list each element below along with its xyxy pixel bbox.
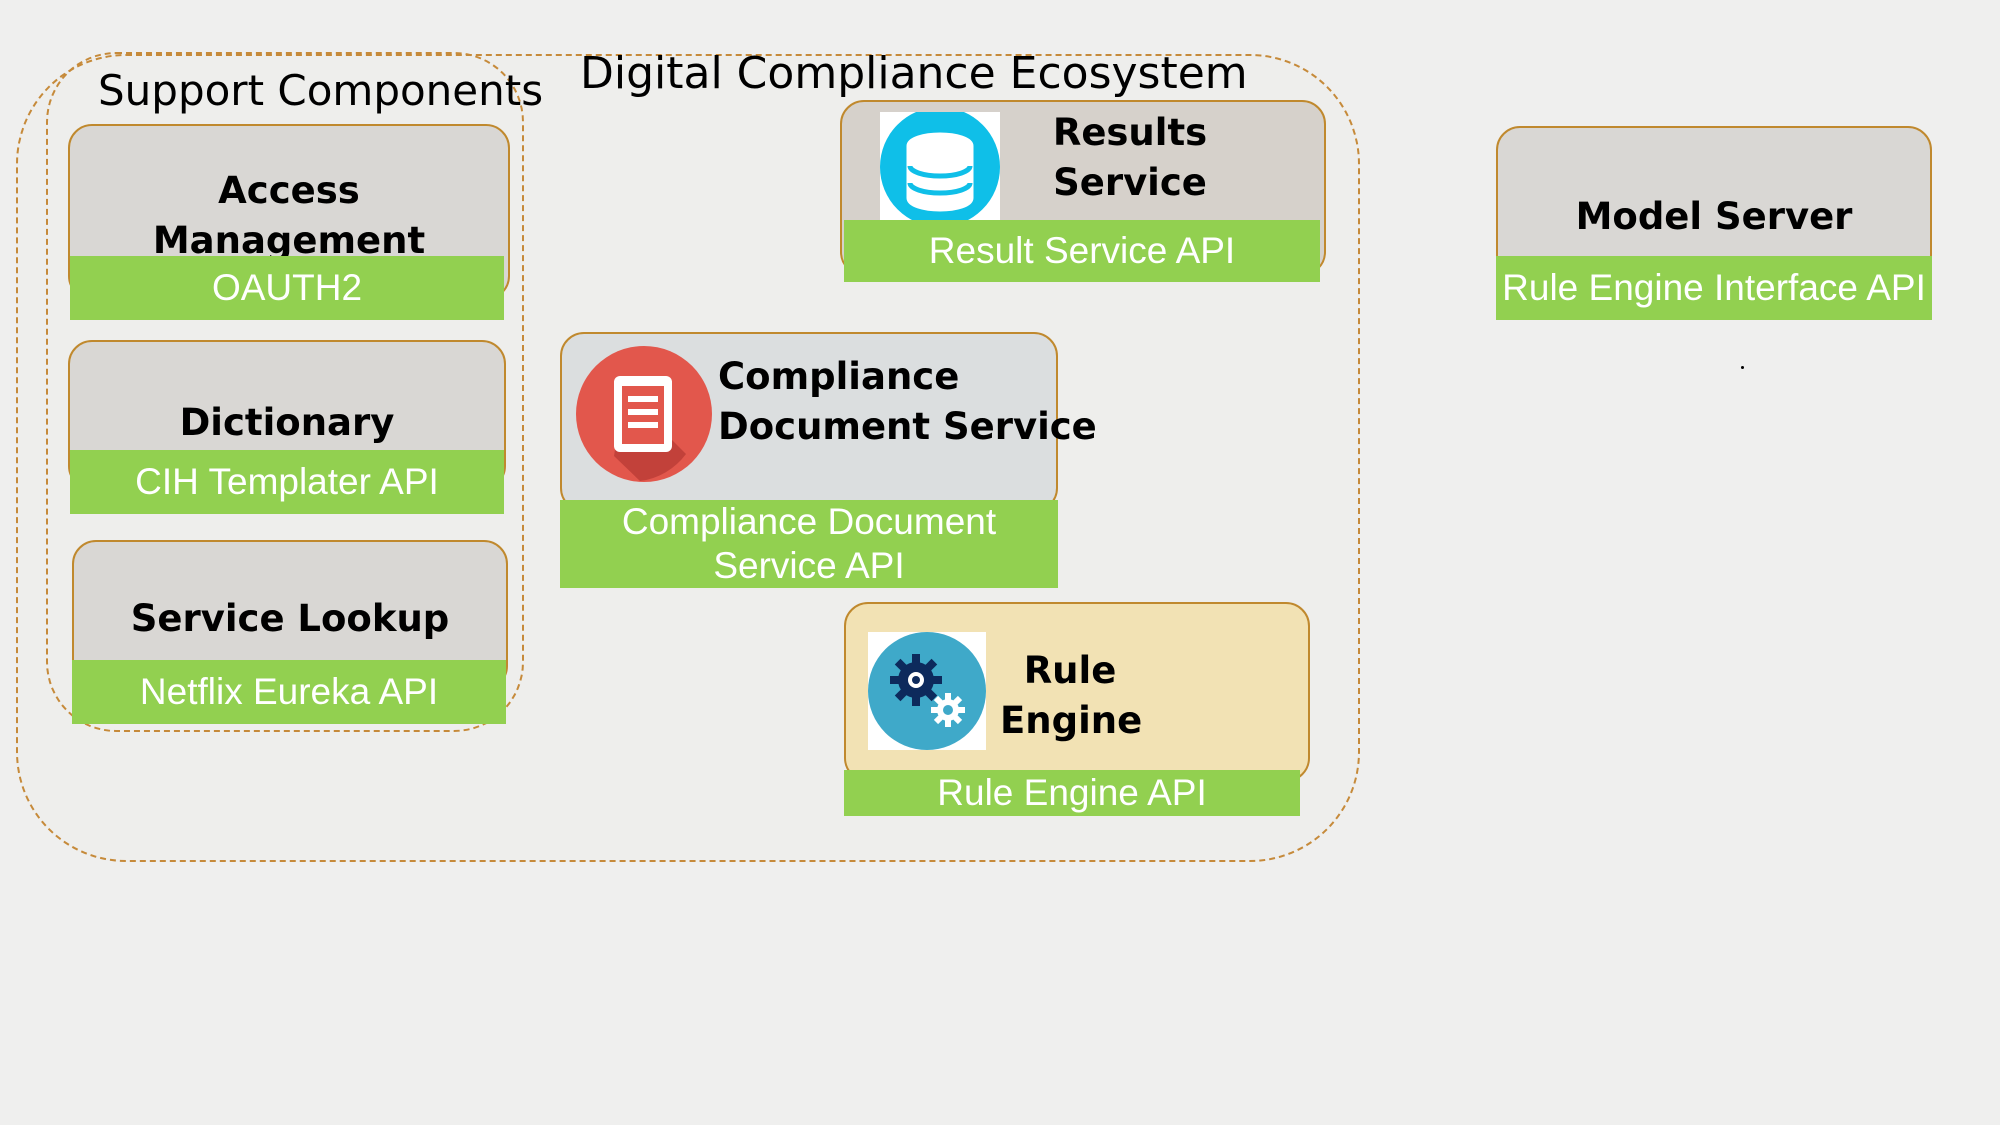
compliance-document-service-label: Compliance Document Service [718, 352, 1097, 452]
compliance-label-line2: Document Service [718, 405, 1097, 448]
rule-engine-label-line1: Rule [1023, 649, 1117, 692]
rule-engine-label: Rule Engine [1000, 646, 1143, 746]
dictionary-label: Dictionary [179, 401, 395, 444]
compliance-label-line1: Compliance [718, 355, 960, 398]
rule-engine-api-bar: Rule Engine API [844, 770, 1300, 816]
gears-icon [868, 632, 986, 750]
service-lookup-label: Service Lookup [130, 597, 450, 640]
support-components-title: Support Components [98, 66, 544, 115]
compliance-api-line2: Service API [713, 545, 905, 586]
results-service-label-line1: Results [1052, 111, 1208, 154]
compliance-api-line1: Compliance Document [621, 501, 997, 542]
ecosystem-title: Digital Compliance Ecosystem [580, 48, 1248, 99]
access-management-label-line1: Access [218, 169, 360, 212]
results-service-label-line2: Service [1053, 161, 1207, 204]
database-icon [880, 107, 1000, 227]
rule-engine-label-line2: Engine [1000, 699, 1143, 742]
support-components-container [46, 52, 524, 732]
document-icon [576, 346, 712, 482]
rule-engine-interface-api-bar: Rule Engine Interface API [1496, 256, 1932, 320]
oauth2-api-bar: OAUTH2 [70, 256, 504, 320]
netflix-eureka-api-bar: Netflix Eureka API [72, 660, 506, 724]
compliance-document-service-api-bar: Compliance Document Service API [560, 500, 1058, 588]
result-service-api-bar: Result Service API [844, 220, 1320, 282]
access-management-label-line2: Management [152, 219, 426, 262]
model-server-label: Model Server [1575, 195, 1853, 238]
results-service-label: Results Service [1030, 108, 1230, 208]
stray-dot [1741, 366, 1744, 369]
cih-templater-api-bar: CIH Templater API [70, 450, 504, 514]
